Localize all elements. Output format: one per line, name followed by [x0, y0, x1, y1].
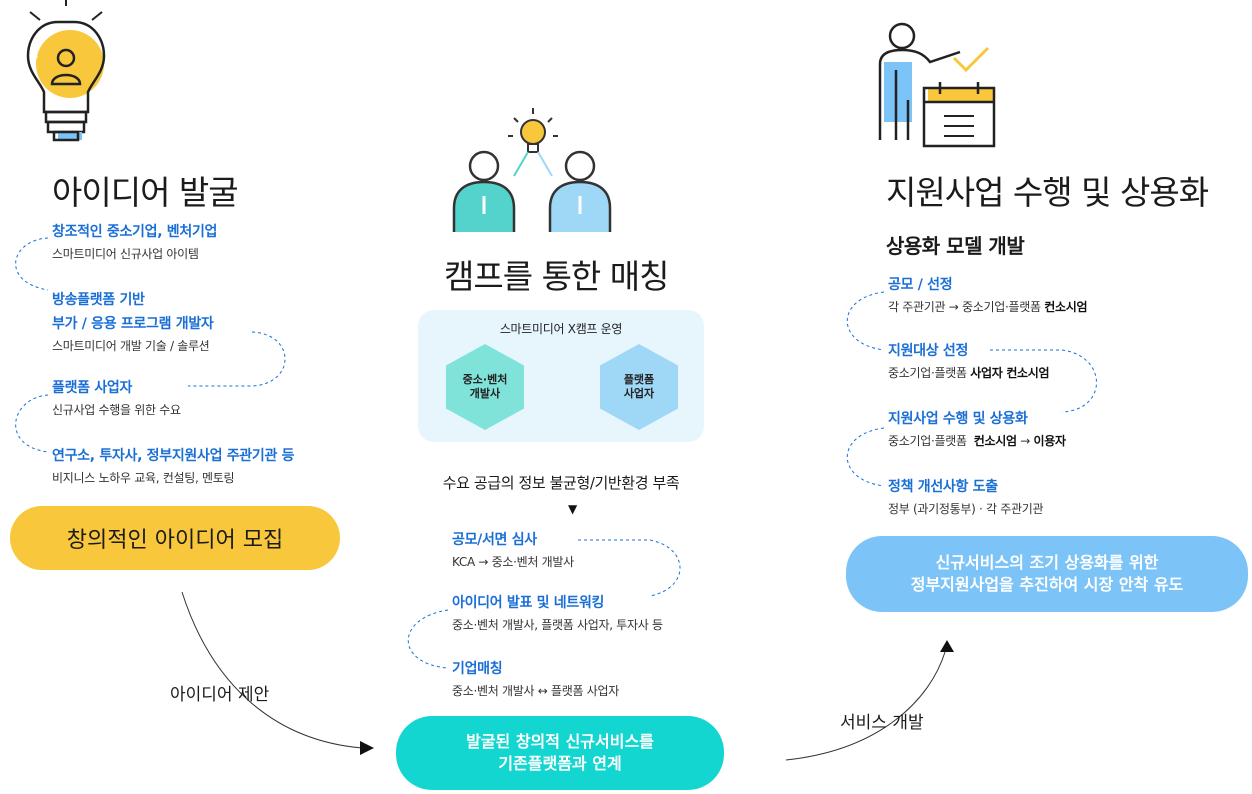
two-people-idea-icon: [452, 108, 612, 232]
link-platform-line1: 발굴된 창의적 신규서비스를: [466, 732, 654, 751]
desc-arrow: →: [1016, 434, 1034, 448]
col2-item-desc: 중소·벤처 개발사, 플랫폼 사업자, 투자사 등: [452, 618, 663, 632]
hex-developer: 중소·벤처 개발사: [446, 344, 524, 430]
desc-bold: 이용자: [1033, 434, 1067, 448]
col1-item-heading: 플랫폼 사업자: [52, 380, 133, 396]
col3-item-heading: 정책 개선사항 도출: [888, 479, 998, 495]
dashed-connector: [990, 349, 1097, 413]
col2-item-heading: 공모/서면 심사: [452, 532, 537, 548]
down-triangle-icon: ▼: [568, 502, 578, 516]
col2-item-heading: 아이디어 발표 및 네트워킹: [452, 595, 605, 611]
col1-item-desc: 스마트미디어 신규사업 아이템: [52, 247, 199, 261]
desc-bold: 컨소시엄: [1044, 300, 1088, 314]
col2-item-desc: KCA → 중소·벤처 개발사: [452, 555, 574, 569]
flow-curve-right: [785, 651, 946, 761]
col1-item-heading: 방송플랫폼 기반: [52, 292, 145, 308]
link-platform-pill: 발굴된 창의적 신규서비스를 기존플랫폼과 연계: [396, 716, 724, 790]
col3-item-desc: 정부 (과기정통부) · 각 주관기관: [888, 502, 1044, 516]
dashed-connector: [578, 539, 681, 597]
col3-item-desc: 중소기업·플랫폼 컨소시엄 → 이용자: [888, 432, 1066, 449]
col1-item-desc: 비지니스 노하우 교육, 컨설팅, 멘토링: [52, 471, 235, 485]
col3-item-desc: 각 주관기관 → 중소기업·플랫폼 컨소시엄: [888, 298, 1087, 315]
commercialize-line1: 신규서비스의 조기 상용화를 위한: [935, 553, 1159, 572]
dashed-connector: [188, 331, 286, 387]
flow-label-service-dev: 서비스 개발: [840, 713, 924, 733]
link-platform-line2: 기존플랫폼과 연계: [498, 754, 622, 773]
col3-item-desc: 중소기업·플랫폼 사업자 컨소시엄: [888, 364, 1050, 381]
dashed-connector: [15, 394, 49, 453]
desc-bold: 컨소시엄: [973, 434, 1017, 448]
col1-item-heading: 창조적인 중소기업, 벤처기업: [52, 224, 218, 240]
col1-item-desc: 신규사업 수행을 위한 수요: [52, 403, 181, 417]
col2-item-desc: 중소·벤처 개발사 ↔ 플랫폼 사업자: [452, 684, 619, 698]
col3-item-heading: 지원대상 선정: [888, 343, 969, 359]
dashed-connector: [407, 609, 449, 669]
flow-arrowhead-left: [360, 741, 374, 755]
col2-title: 캠프를 통한 매칭: [444, 257, 669, 296]
flow-arrowhead-right: [940, 640, 954, 652]
col3-item-heading: 지원사업 수행 및 상용화: [888, 411, 1028, 427]
dashed-connector: [846, 291, 885, 351]
hex-developer-label: 중소·벤처 개발사: [462, 373, 508, 400]
presenter-calendar-icon: [878, 22, 996, 148]
desc-text: 중소기업·플랫폼: [888, 366, 967, 380]
camp-box: 스마트미디어 X캠프 운영 중소·벤처 개발사 플랫폼 사업자: [418, 310, 704, 442]
camp-box-title: 스마트미디어 X캠프 운영: [499, 322, 623, 336]
hex-platform-label: 플랫폼 사업자: [623, 373, 655, 400]
dashed-connector: [846, 427, 885, 487]
col3-subtitle: 상용화 모델 개발: [886, 234, 1025, 258]
col1-item-heading-2: 부가 / 응용 프로그램 개발자: [52, 316, 214, 332]
flow-label-idea-proposal: 아이디어 제안: [170, 685, 270, 705]
idea-recruit-pill: 창의적인 아이디어 모집: [10, 506, 340, 570]
col1-item-heading: 연구소, 투자사, 정부지원사업 주관기관 등: [52, 448, 295, 464]
desc-text: 중소기업·플랫폼: [888, 434, 967, 448]
desc-bold: 사업자 컨소시엄: [970, 366, 1050, 380]
desc-text: 각 주관기관 → 중소기업·플랫폼: [888, 300, 1041, 314]
commercialize-line2: 정부지원사업을 추진하여 시장 안착 유도: [910, 575, 1184, 594]
col3-title: 지원사업 수행 및 상용화: [886, 173, 1209, 212]
commercialize-pill: 신규서비스의 조기 상용화를 위한 정부지원사업을 추진하여 시장 안착 유도: [846, 536, 1248, 612]
lightbulb-person-icon: [26, 0, 106, 142]
col1-title: 아이디어 발굴: [52, 173, 239, 212]
col2-subtitle: 수요 공급의 정보 불균형/기반환경 부족: [442, 474, 680, 492]
hex-platform: 플랫폼 사업자: [600, 344, 678, 430]
flow-curve-left: [181, 591, 363, 749]
dashed-connector: [15, 237, 49, 291]
col3-item-heading: 공모 / 선정: [888, 277, 953, 293]
col1-item-desc: 스마트미디어 개발 기술 / 솔루션: [52, 339, 210, 353]
col2-item-heading: 기업매칭: [452, 661, 503, 677]
